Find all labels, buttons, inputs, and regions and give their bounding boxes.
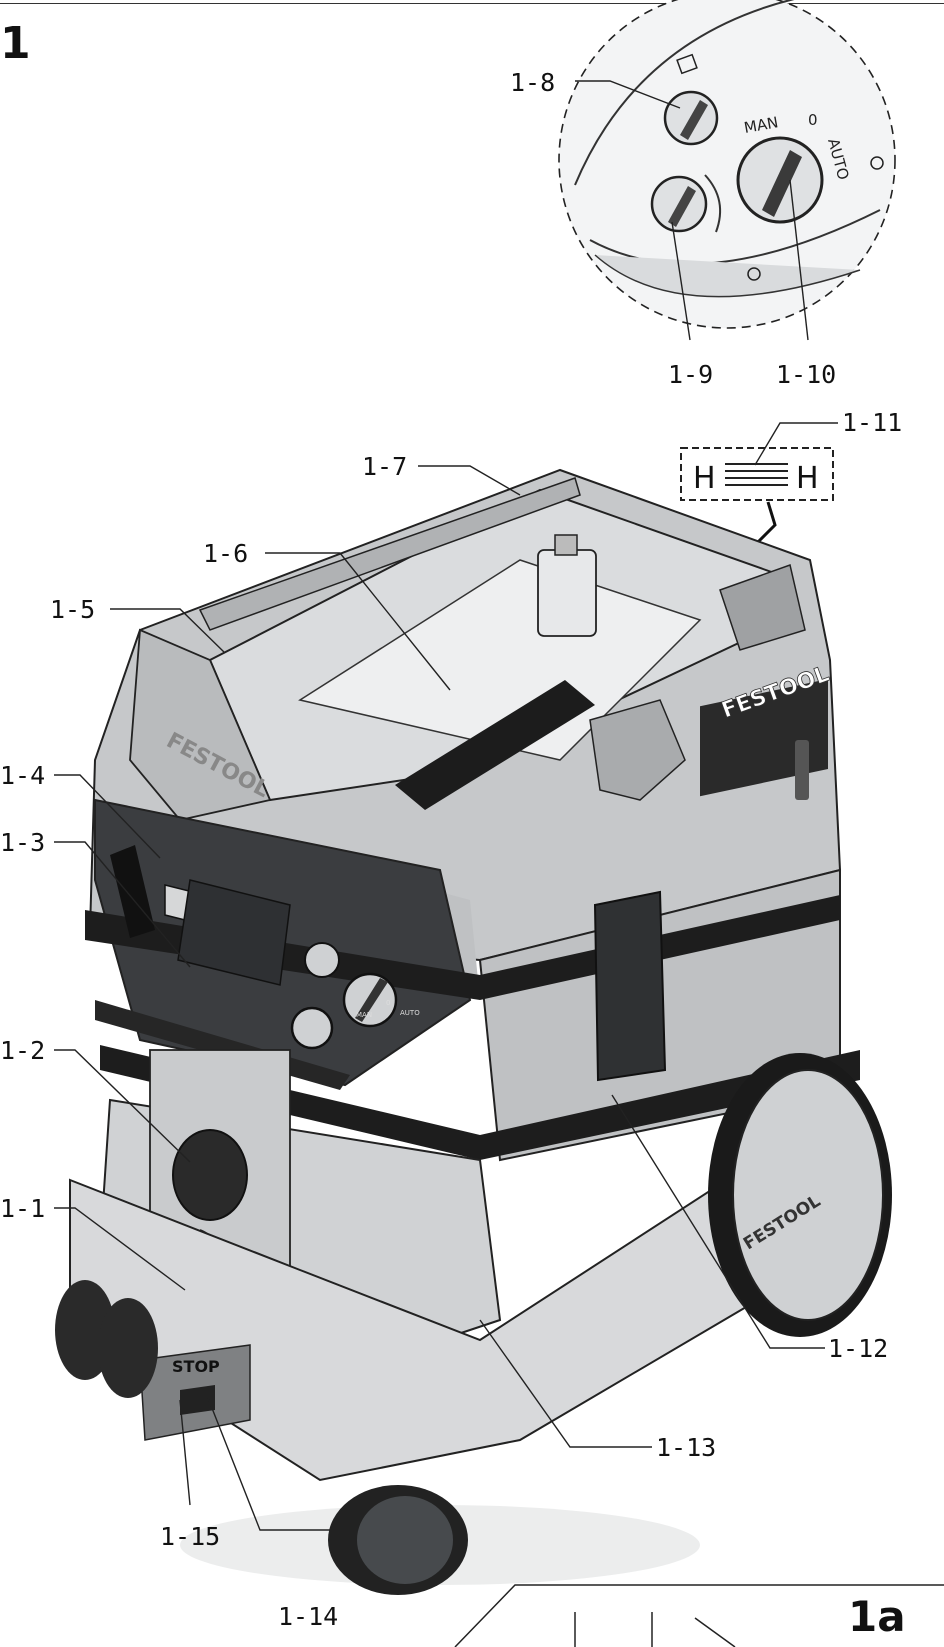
callout-1-6: 1-6	[203, 539, 249, 568]
stop-label: STOP	[172, 1357, 220, 1376]
knob-zero-label: 0	[808, 111, 818, 129]
plate-h-left: H	[693, 461, 716, 496]
panel-man-label: MAN	[356, 1011, 372, 1019]
inset-figure-number: 1a	[848, 1592, 906, 1641]
inset-1a-frame	[454, 1584, 944, 1647]
callout-1-10: 1-10	[776, 360, 837, 389]
callout-1-2: 1-2	[0, 1036, 46, 1065]
callout-1-1: 1-1	[0, 1194, 46, 1223]
callout-1-4: 1-4	[0, 761, 46, 790]
figure-number: 1	[0, 18, 31, 69]
page-top-rule	[0, 3, 944, 4]
panel-zero-label: 0	[386, 999, 390, 1007]
callout-1-5: 1-5	[50, 595, 96, 624]
callout-1-3: 1-3	[0, 828, 46, 857]
vacuum-body: STOP FESTOOL FESTOOL FESTOOL MAN 0 AUTO	[55, 468, 892, 1595]
dust-icon	[676, 53, 698, 75]
wheel-left-front	[55, 1280, 158, 1398]
callout-1-9: 1-9	[668, 360, 714, 389]
detail-circle: MAN 0 AUTO	[558, 0, 896, 329]
callout-1-8: 1-8	[510, 68, 556, 97]
wheel-right-large: FESTOOL	[708, 1053, 892, 1337]
callout-1-12: 1-12	[828, 1334, 889, 1363]
knob-man-label: MAN	[743, 113, 780, 137]
callout-1-11: 1-11	[842, 408, 903, 437]
callout-1-15: 1-15	[160, 1522, 221, 1551]
panel-auto-label: AUTO	[400, 1009, 420, 1017]
callout-1-13: 1-13	[656, 1433, 717, 1462]
callout-1-14: 1-14	[278, 1602, 339, 1631]
wheel-front-center	[328, 1485, 468, 1595]
leader-lines	[54, 80, 838, 1531]
callout-1-7: 1-7	[362, 452, 408, 481]
plate-h-right: H	[796, 461, 819, 496]
